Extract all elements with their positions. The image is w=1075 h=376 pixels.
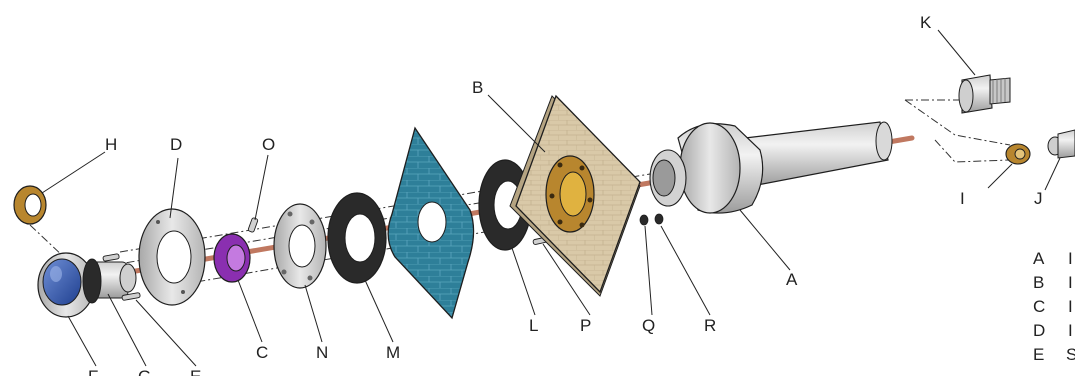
legend-key-c: C <box>1033 297 1045 316</box>
callout-o: O <box>262 135 275 154</box>
legend-key-b: B <box>1033 273 1044 292</box>
legend-text-e: S <box>1066 345 1075 364</box>
callout-j: J <box>1034 189 1043 208</box>
part-q-nut <box>639 214 649 226</box>
callout-d: D <box>170 135 182 154</box>
part-g-seal-body <box>82 258 137 304</box>
callout-g: G <box>138 367 151 376</box>
legend-text-b: I <box>1068 273 1073 292</box>
parts-legend: A I B I C I D I E S <box>1033 249 1075 364</box>
callout-i: I <box>960 189 965 208</box>
leader-lines <box>41 29 1061 367</box>
callout-m: M <box>386 343 400 362</box>
callout-n: N <box>316 343 328 362</box>
part-b-board-flange <box>509 94 641 297</box>
callout-e-screw: E <box>190 367 201 376</box>
legend-text-a: I <box>1068 249 1073 268</box>
callout-r: R <box>704 316 716 335</box>
part-m-gasket <box>327 192 387 284</box>
callout-k: K <box>920 13 932 32</box>
part-i-brass-ring <box>1005 143 1031 165</box>
callout-f: F <box>88 367 98 376</box>
callout-h: H <box>105 135 117 154</box>
callout-a: A <box>786 270 798 289</box>
callout-labels: H D O B K I J A C N M L P Q R F G E <box>88 13 1043 376</box>
part-r-nut <box>654 213 664 225</box>
legend-key-a: A <box>1033 249 1045 268</box>
part-f-front-bezel <box>37 252 95 318</box>
part-o-screw <box>247 217 259 233</box>
callout-l: L <box>529 316 538 335</box>
part-n-bolt-flange <box>273 203 327 289</box>
legend-text-c: I <box>1068 297 1073 316</box>
callout-q: Q <box>642 316 655 335</box>
callout-p: P <box>580 316 591 335</box>
part-j-fitting <box>1047 129 1075 159</box>
part-d-flange-plate <box>138 208 206 306</box>
callout-c: C <box>256 343 268 362</box>
legend-key-d: D <box>1033 321 1045 340</box>
part-a-housing-tube <box>649 121 893 214</box>
membrane-panel <box>387 126 475 320</box>
part-c-purple-ring <box>213 233 251 283</box>
legend-text-d: I <box>1068 321 1073 340</box>
part-h-brass-ring <box>13 185 47 225</box>
part-e-screws <box>102 253 141 301</box>
callout-b: B <box>472 78 483 97</box>
part-k-threaded-fitting <box>958 74 1011 114</box>
legend-key-e: E <box>1033 345 1044 364</box>
